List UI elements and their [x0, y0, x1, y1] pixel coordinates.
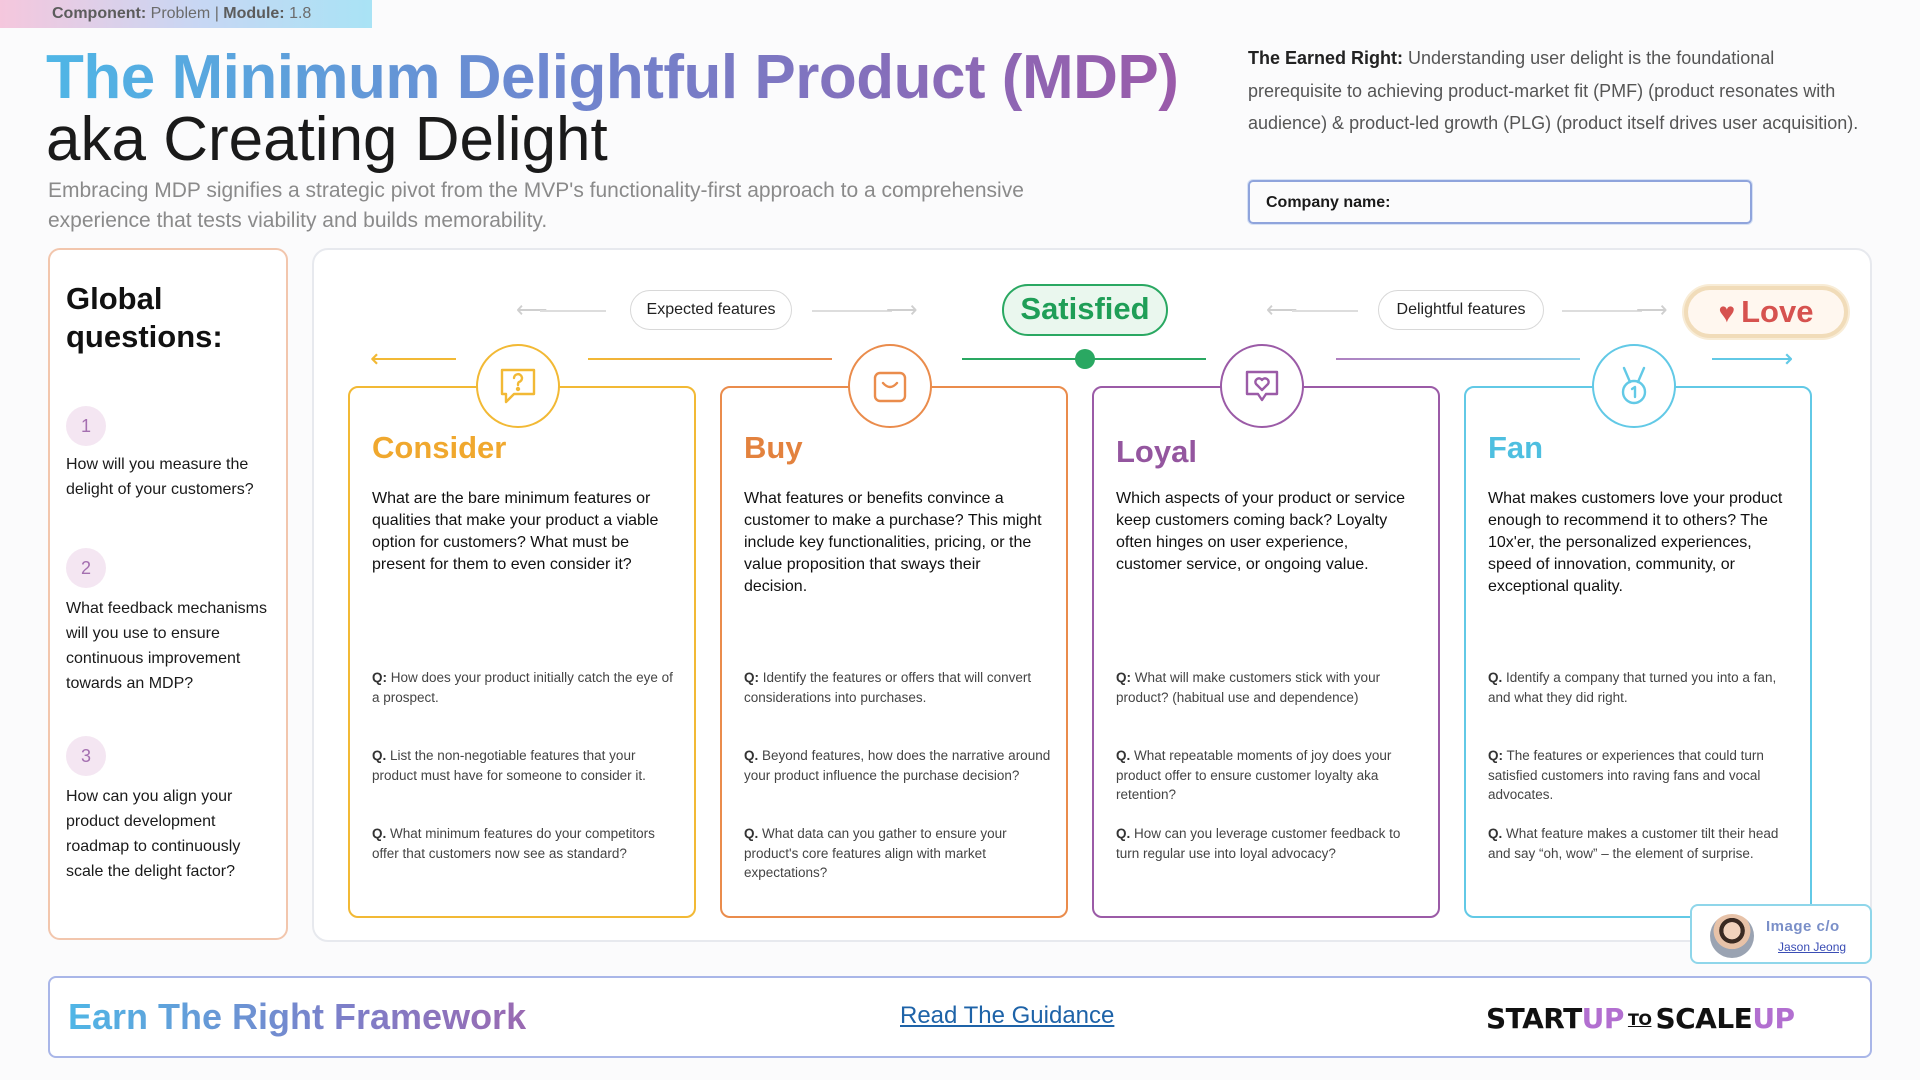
speech-heart-icon — [1220, 344, 1304, 428]
satisfied-marker — [1075, 349, 1095, 369]
credit-author-link[interactable]: Jason Jeong — [1778, 940, 1847, 954]
global-question-2: What feedback mechanisms will you use to… — [66, 600, 267, 692]
right-arrow-icon: ⟶ — [886, 297, 918, 322]
stage-description: What features or benefits convince a cus… — [744, 490, 1042, 595]
page-description: Embracing MDP signifies a strategic pivo… — [48, 179, 1024, 232]
global-question-3: How can you align your product developme… — [66, 788, 241, 880]
journey-line-loyal-fan — [1336, 358, 1580, 360]
stage-description: Which aspects of your product or service… — [1116, 490, 1406, 573]
component-label: Component: — [52, 5, 147, 22]
medal-icon — [1592, 344, 1676, 428]
avatar — [1710, 914, 1754, 958]
stage-question: Q. What minimum features do your competi… — [372, 826, 655, 861]
satisfied-badge: Satisfied — [1002, 284, 1168, 336]
right-arrow-icon: ⟶ — [1756, 343, 1794, 373]
stage-title: Buy — [744, 430, 803, 465]
stage-description: What makes customers love your product e… — [1488, 490, 1783, 595]
right-arrow-icon: ⟶ — [1636, 297, 1668, 322]
global-questions-panel: Global questions: 1 How will you measure… — [48, 248, 288, 940]
module-label: Module: — [223, 5, 285, 22]
question-number-3: 3 — [66, 736, 106, 776]
global-questions-title: Global questions: — [66, 281, 223, 354]
expected-features-pill: Expected features — [630, 290, 792, 330]
stage-description: What are the bare minimum features or qu… — [372, 490, 659, 573]
page-subtitle-heading: aka Creating Delight — [46, 105, 608, 174]
left-arrow-icon: ⟵ — [516, 297, 548, 322]
journey-line-fan — [1712, 358, 1768, 360]
earned-right-text: Understanding user delight is the founda… — [1248, 48, 1859, 133]
module-value: 1.8 — [289, 5, 312, 22]
company-name-field[interactable]: Company name: — [1248, 180, 1752, 224]
heart-icon: ♥ — [1718, 297, 1736, 328]
stage-question: Q. What feature makes a customer tilt th… — [1488, 826, 1779, 861]
page-title: The Minimum Delightful Product (MDP) — [46, 43, 1179, 112]
stage-question: Q: Identify the features or offers that … — [744, 670, 1032, 705]
stage-question: Q. What data can you gather to ensure yo… — [744, 826, 1007, 880]
stage-title: Loyal — [1116, 434, 1197, 469]
shopping-bag-icon — [848, 344, 932, 428]
stage-card-fan: Fan What makes customers love your produ… — [1464, 344, 1812, 918]
delightful-features-pill: Delightful features — [1378, 290, 1544, 330]
stage-question: Q: What will make customers stick with y… — [1116, 670, 1381, 705]
stage-card-consider: Consider What are the bare minimum featu… — [348, 344, 696, 918]
question-number-1: 1 — [66, 406, 106, 446]
framework-title: Earn The Right Framework — [68, 996, 527, 1037]
global-question-1: How will you measure the delight of your… — [66, 456, 254, 498]
image-credit: Image c/o Jason Jeong — [1690, 904, 1872, 964]
stage-card-buy: Buy What features or benefits convince a… — [720, 344, 1068, 918]
stage-question: Q: The features or experiences that coul… — [1488, 748, 1764, 802]
stage-question: Q. What repeatable moments of joy does y… — [1116, 748, 1392, 802]
left-arrow-icon: ⟵ — [1266, 297, 1298, 322]
component-tag: Component: Problem | Module: 1.8 — [0, 0, 372, 28]
scale-line — [812, 310, 892, 312]
stage-question: Q. How can you leverage customer feedbac… — [1116, 826, 1401, 861]
stage-card-loyal: Loyal Which aspects of your product or s… — [1092, 344, 1440, 918]
stage-question: Q. Beyond features, how does the narrati… — [744, 748, 1051, 783]
love-badge: ♥Love — [1684, 286, 1848, 338]
journey-line-consider-buy — [588, 358, 832, 360]
stage-question: Q. List the non-negotiable features that… — [372, 748, 646, 783]
scale-line — [540, 310, 606, 312]
tag-separator: | — [214, 5, 219, 22]
speech-question-icon — [476, 344, 560, 428]
read-guidance-link[interactable]: Read The Guidance — [900, 1002, 1115, 1029]
earned-right-note: The Earned Right: Understanding user del… — [1248, 42, 1868, 140]
stage-title: Consider — [372, 430, 507, 465]
stage-question: Q. Identify a company that turned you in… — [1488, 670, 1777, 705]
question-number-2: 2 — [66, 548, 106, 588]
component-value: Problem — [150, 5, 211, 22]
journey-line-consider — [396, 358, 456, 360]
earned-right-label: The Earned Right: — [1248, 48, 1404, 68]
love-label: Love — [1741, 294, 1814, 329]
footer-bar: Earn The Right Framework Read The Guidan… — [48, 976, 1872, 1058]
company-name-label: Company name: — [1266, 194, 1391, 211]
image-credit-label: Image c/o — [1766, 918, 1840, 935]
scale-line — [1292, 310, 1358, 312]
stage-title: Fan — [1488, 430, 1544, 465]
stage-question: Q: How does your product initially catch… — [372, 670, 673, 705]
scale-line — [1562, 310, 1642, 312]
